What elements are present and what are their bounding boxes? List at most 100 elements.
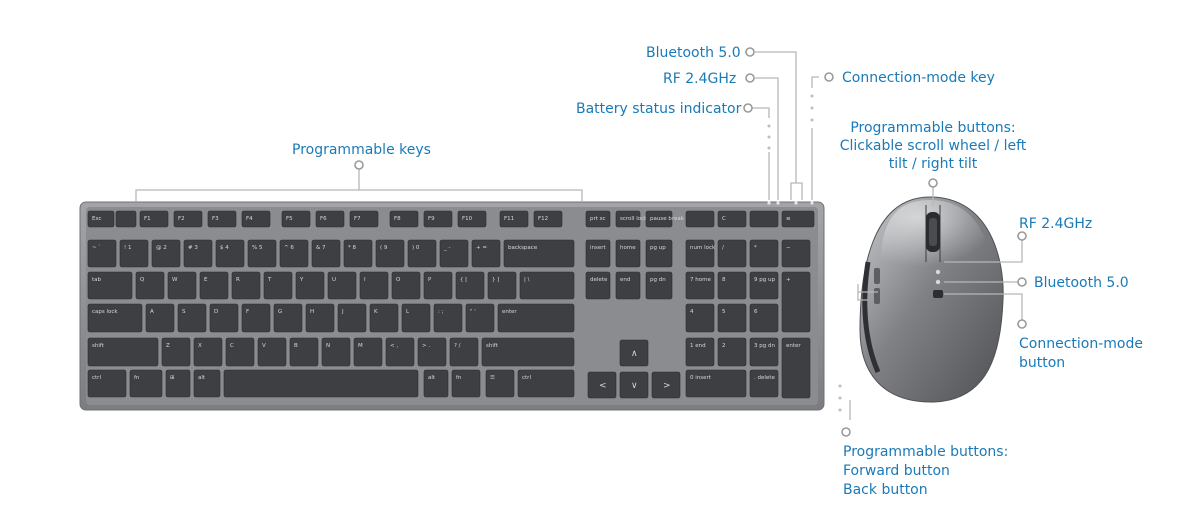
key[interactable] xyxy=(167,271,197,300)
key[interactable] xyxy=(781,210,815,228)
key[interactable] xyxy=(497,303,575,333)
key[interactable] xyxy=(369,303,399,333)
key[interactable] xyxy=(385,337,415,367)
key[interactable] xyxy=(749,239,779,268)
key[interactable] xyxy=(193,369,221,398)
key[interactable] xyxy=(295,271,325,300)
key[interactable] xyxy=(177,303,207,333)
key[interactable] xyxy=(139,210,169,228)
key[interactable] xyxy=(519,271,575,300)
key[interactable] xyxy=(161,337,191,367)
arrow-key[interactable] xyxy=(587,371,617,399)
key[interactable] xyxy=(503,239,575,268)
key[interactable] xyxy=(781,337,811,399)
key[interactable] xyxy=(517,369,575,398)
key[interactable] xyxy=(645,271,673,300)
key[interactable] xyxy=(645,210,673,228)
key[interactable] xyxy=(165,369,191,398)
key[interactable] xyxy=(343,239,373,268)
key[interactable] xyxy=(135,271,165,300)
key[interactable] xyxy=(389,210,419,228)
key[interactable] xyxy=(481,337,575,367)
key[interactable] xyxy=(585,239,611,268)
key[interactable] xyxy=(615,271,641,300)
key[interactable] xyxy=(119,239,149,268)
key[interactable] xyxy=(471,239,501,268)
key[interactable] xyxy=(263,271,293,300)
key[interactable] xyxy=(193,337,223,367)
key[interactable] xyxy=(199,271,229,300)
key[interactable] xyxy=(87,303,143,333)
key[interactable] xyxy=(407,239,437,268)
key[interactable] xyxy=(279,239,309,268)
key[interactable] xyxy=(247,239,277,268)
key[interactable] xyxy=(499,210,529,228)
key[interactable] xyxy=(87,369,127,398)
key[interactable] xyxy=(465,303,495,333)
mouse-connection-mode-button[interactable] xyxy=(933,290,943,298)
key[interactable] xyxy=(423,210,453,228)
key[interactable] xyxy=(685,271,715,300)
key[interactable] xyxy=(439,239,469,268)
key[interactable] xyxy=(645,239,673,268)
key[interactable] xyxy=(87,271,133,300)
key[interactable] xyxy=(717,303,747,333)
key[interactable] xyxy=(485,369,515,398)
key[interactable] xyxy=(349,210,379,228)
key[interactable] xyxy=(375,239,405,268)
key[interactable] xyxy=(717,337,747,367)
key[interactable] xyxy=(359,271,389,300)
key[interactable] xyxy=(533,210,563,228)
key[interactable] xyxy=(241,303,271,333)
arrow-key[interactable] xyxy=(619,371,649,399)
key[interactable] xyxy=(311,239,341,268)
key[interactable] xyxy=(401,303,431,333)
key[interactable] xyxy=(423,271,453,300)
arrow-key[interactable] xyxy=(651,371,681,399)
key[interactable] xyxy=(457,210,487,228)
key[interactable] xyxy=(615,239,641,268)
key[interactable] xyxy=(685,337,715,367)
key[interactable] xyxy=(423,369,449,398)
key[interactable] xyxy=(87,337,159,367)
key[interactable] xyxy=(749,271,779,300)
key[interactable] xyxy=(129,369,163,398)
key[interactable] xyxy=(225,337,255,367)
key[interactable] xyxy=(391,271,421,300)
key[interactable] xyxy=(327,271,357,300)
key[interactable] xyxy=(209,303,239,333)
key[interactable] xyxy=(717,239,747,268)
key[interactable] xyxy=(451,369,481,398)
key[interactable] xyxy=(257,337,287,367)
key[interactable] xyxy=(781,271,811,333)
key[interactable] xyxy=(87,210,115,228)
key[interactable] xyxy=(685,369,747,398)
mouse-forward-button[interactable] xyxy=(874,268,880,284)
key[interactable] xyxy=(305,303,335,333)
key[interactable] xyxy=(749,369,779,398)
key[interactable] xyxy=(685,239,715,268)
key[interactable] xyxy=(781,239,811,268)
key[interactable] xyxy=(749,303,779,333)
key[interactable] xyxy=(215,239,245,268)
key[interactable] xyxy=(337,303,367,333)
key[interactable] xyxy=(273,303,303,333)
key[interactable] xyxy=(315,210,345,228)
key[interactable] xyxy=(487,271,517,300)
key[interactable] xyxy=(151,239,181,268)
key[interactable] xyxy=(241,210,271,228)
key[interactable] xyxy=(281,210,311,228)
key[interactable] xyxy=(353,337,383,367)
key[interactable] xyxy=(717,271,747,300)
key[interactable] xyxy=(455,271,485,300)
key[interactable] xyxy=(685,303,715,333)
key[interactable] xyxy=(585,271,611,300)
key[interactable] xyxy=(87,239,117,268)
key[interactable] xyxy=(449,337,479,367)
key[interactable] xyxy=(433,303,463,333)
key[interactable] xyxy=(173,210,203,228)
key[interactable] xyxy=(289,337,319,367)
key[interactable] xyxy=(145,303,175,333)
key[interactable] xyxy=(231,271,261,300)
key[interactable] xyxy=(417,337,447,367)
